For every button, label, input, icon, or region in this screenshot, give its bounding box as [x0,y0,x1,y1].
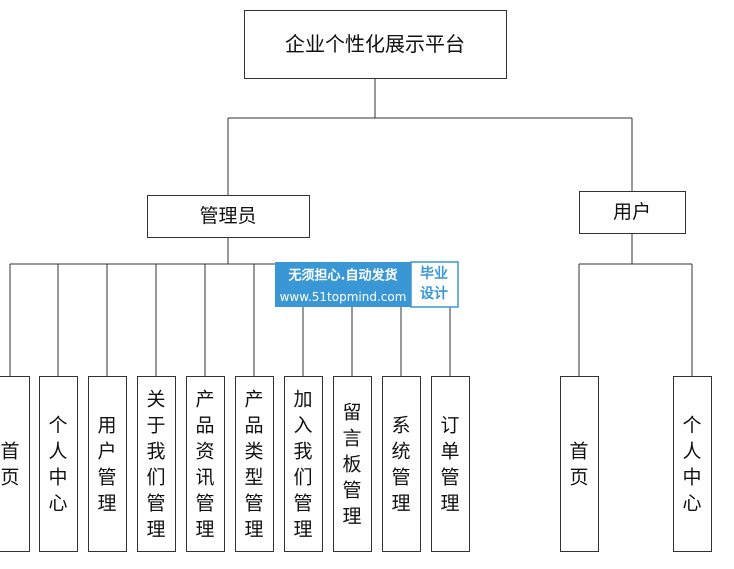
admin-child-node [235,376,274,552]
admin-child-node [88,376,127,552]
watermark-badge-line1: 毕业 [420,265,448,282]
role-node-admin-label: 管理员 [199,205,256,227]
admin-child-label: 产品类型管理 [244,388,263,540]
admin-child-label: 产品资讯管理 [195,388,214,540]
admin-child-label: 加入我们管理 [293,388,312,540]
admin-child-node [0,376,30,552]
admin-child-node [137,376,176,552]
watermark-badge-line2: 设计 [420,285,448,302]
admin-child-label: 留言板管理 [342,401,361,527]
watermark-badge [410,261,459,308]
root-node-label: 企业个性化展示平台 [285,32,465,56]
role-node-user [579,191,686,234]
user-child-label: 个人中心 [682,414,701,514]
admin-child-label: 个人中心 [48,414,67,514]
role-node-user-label: 用户 [613,201,651,223]
watermark-banner [275,262,411,307]
admin-child-label: 首页 [0,440,19,488]
admin-child-node [431,376,470,552]
admin-child-label: 订单管理 [440,414,459,514]
admin-child-label: 用户管理 [97,414,116,514]
admin-child-node [333,376,372,552]
user-child-label: 首页 [569,440,588,488]
admin-child-label: 关于我们管理 [146,388,165,540]
admin-child-node [284,376,323,552]
admin-child-node [186,376,225,552]
admin-child-node [39,376,78,552]
user-child-node [560,376,599,552]
watermark-line1: 无须担心.自动发货 [288,268,398,284]
watermark-line2: www.51topmind.com [280,290,407,304]
root-node [244,10,507,79]
admin-child-label: 系统管理 [391,414,410,514]
user-child-node [673,376,712,552]
admin-child-node [382,376,421,552]
